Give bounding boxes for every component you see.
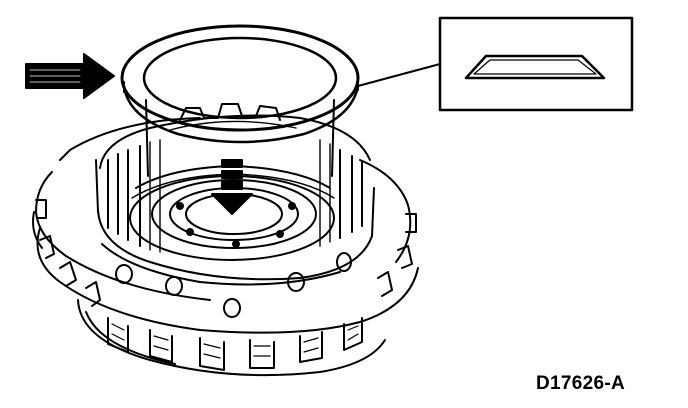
clutch-drum <box>95 114 375 318</box>
cross-section-inset <box>357 16 634 112</box>
clutch-housing <box>32 117 419 377</box>
down-arrow-icon <box>211 159 253 215</box>
seal-ring <box>120 24 360 177</box>
pointer-arrow-icon <box>25 53 115 99</box>
figure-code: D17626-A <box>536 373 626 394</box>
